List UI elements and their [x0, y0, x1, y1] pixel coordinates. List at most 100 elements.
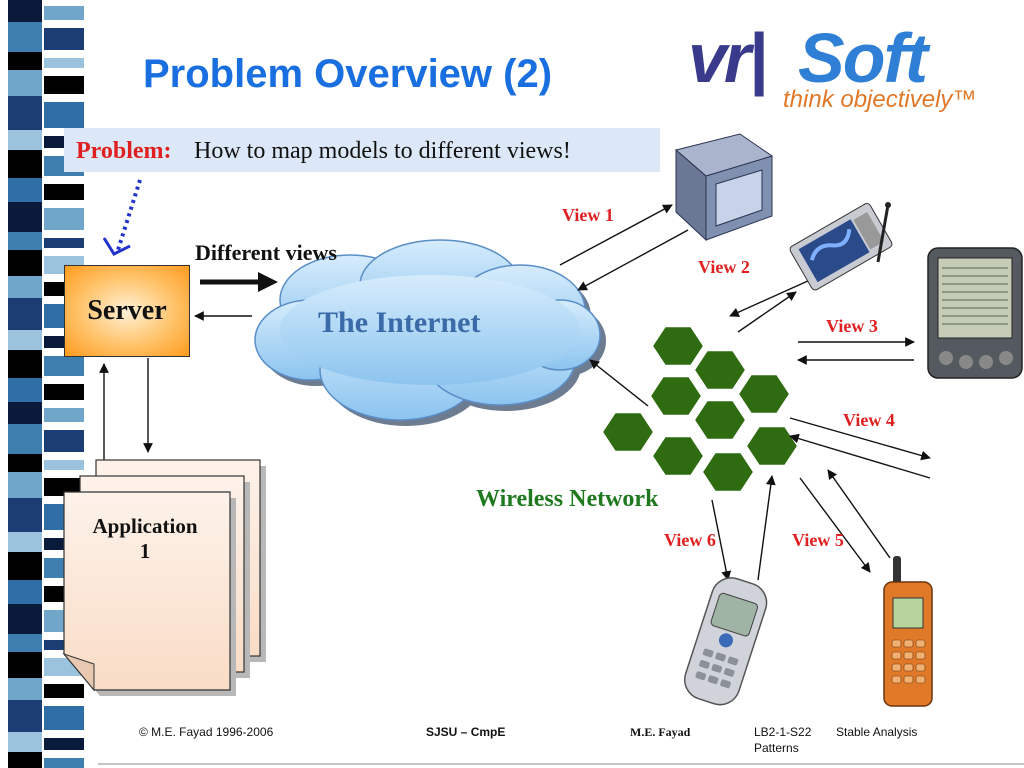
internet-label: The Internet [318, 306, 481, 339]
stripe-block [8, 52, 42, 70]
stripe-block [44, 706, 84, 730]
network-cell-hexagon [600, 411, 656, 453]
view5-arrow-in [827, 469, 891, 559]
view2-arrow-out [737, 291, 797, 333]
pointer-arrowhead [102, 237, 131, 256]
page-title: Problem Overview (2) [143, 52, 553, 96]
network-to-internet-arrow [589, 359, 649, 407]
stripe-block [8, 402, 42, 424]
stripe-block [44, 408, 84, 422]
stripe-block [8, 202, 42, 232]
network-cell-hexagon [650, 325, 706, 367]
view1-arrow-out [559, 204, 673, 266]
stripe-block [44, 58, 84, 68]
orange-phone-device-icon [883, 556, 933, 707]
stripe-block [8, 70, 42, 96]
view4-arrow-out [789, 417, 931, 461]
stripe-block [44, 238, 84, 248]
stripe-block [8, 150, 42, 178]
view-4-label: View 4 [843, 410, 895, 430]
view-2-label: View 2 [698, 257, 750, 277]
view1-arrow-in [577, 229, 689, 291]
footer-author: M.E. Fayad [630, 725, 691, 739]
logo-tagline: think objectively™ [783, 86, 977, 113]
footer-topic-line2: Patterns [754, 741, 799, 755]
stripe-block [44, 430, 84, 452]
stripe-block [8, 752, 42, 768]
stripe-block [8, 678, 42, 700]
application-label-line1: Application [92, 514, 198, 538]
application-label: Application 1 [70, 514, 220, 564]
stripe-block [44, 460, 84, 470]
network-cell-hexagon [648, 375, 704, 417]
stripe-block [44, 738, 84, 750]
footer-course: SJSU – CmpE [426, 725, 506, 739]
network-cell-hexagon [692, 349, 748, 391]
view6-arrow-in [757, 475, 776, 581]
stripe-block [44, 184, 84, 200]
pc-card-device-icon [789, 203, 893, 291]
stripe-block [8, 330, 42, 350]
view2-arrow-in [729, 279, 811, 317]
view6-arrow-out [711, 499, 732, 581]
stripe-block [44, 208, 84, 230]
stripe-block [8, 378, 42, 402]
network-cell-hexagon [692, 399, 748, 441]
different-views-label: Different views [195, 240, 337, 265]
stripe-block [44, 28, 84, 50]
pda-device-icon [927, 247, 1023, 379]
vrsoft-logo: vr| Soft think objectively™ [688, 18, 1008, 128]
stripe-block [44, 356, 84, 376]
stripe-block [44, 758, 84, 768]
view-1-label: View 1 [562, 205, 614, 225]
stripe-block [8, 604, 42, 634]
pointer-arrow-dotted [116, 179, 142, 251]
mobile-phone-device-icon [683, 577, 768, 706]
logo-soft: Soft [798, 19, 928, 97]
footer-slide-id: LB2-1-S22 [754, 725, 812, 739]
stripe-block [8, 532, 42, 552]
monitor-device-icon [674, 133, 774, 242]
stripe-block [8, 0, 42, 22]
problem-text: How to map models to different views! [194, 138, 571, 164]
view-5-label: View 5 [792, 530, 844, 550]
view5-arrow-out [799, 477, 871, 573]
application-label-line2: 1 [139, 539, 151, 563]
stripe-block [8, 700, 42, 732]
wireless-network-cells [600, 325, 800, 493]
stripe-block [8, 96, 42, 130]
stripe-block [8, 22, 42, 52]
problem-label: Problem: [76, 138, 172, 164]
stripe-block [8, 472, 42, 498]
stripe-block [8, 454, 42, 472]
stripe-block [8, 580, 42, 604]
stripe-block [8, 424, 42, 454]
problem-statement: Problem: How to map models to different … [64, 128, 660, 172]
stripe-block [8, 178, 42, 202]
stripe-block [44, 384, 84, 400]
stripe-block [44, 102, 84, 128]
wireless-network-label: Wireless Network [476, 486, 659, 512]
logo-vr: vr| [688, 19, 768, 97]
stripe-block [8, 498, 42, 532]
network-cell-hexagon [736, 373, 792, 415]
stripe-block [44, 76, 84, 94]
network-cell-hexagon [650, 435, 706, 477]
network-cell-hexagon [700, 451, 756, 493]
application-documents [62, 459, 266, 696]
view-3-label: View 3 [826, 316, 878, 336]
antenna-icon [876, 204, 890, 263]
stripe-block [8, 130, 42, 150]
view-6-label: View 6 [664, 530, 716, 550]
stripe-block [8, 276, 42, 298]
stripe-block [44, 684, 84, 698]
stripe-block [8, 232, 42, 250]
stripe-block [8, 652, 42, 678]
view4-arrow-in [789, 433, 931, 479]
stripe-block [8, 732, 42, 752]
stripe-block [8, 634, 42, 652]
footer-topic-line1: Stable Analysis [836, 725, 918, 739]
server-box: Server [64, 265, 190, 357]
stripe-block [8, 350, 42, 378]
